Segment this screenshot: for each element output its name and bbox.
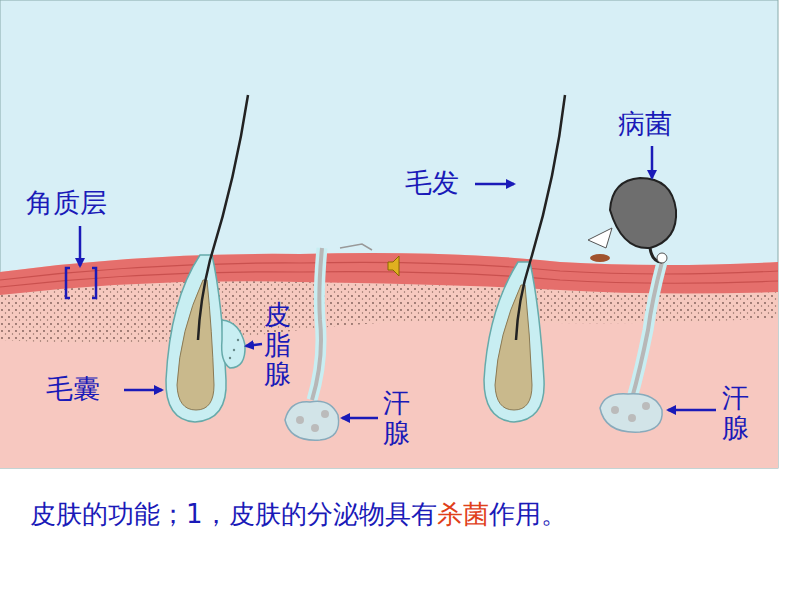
sweat-gland-label: 汗腺 (383, 388, 410, 447)
sebaceous-gland (222, 320, 245, 368)
caption-part: 皮肤的功能；1，皮肤的分泌物具有 (30, 499, 437, 529)
sweat-gland (600, 394, 662, 432)
germ (588, 178, 676, 263)
hair-label: 毛发 (405, 167, 459, 198)
stratum-label: 角质层 (26, 187, 107, 218)
sweat-gland (285, 401, 339, 440)
sweat-duct (632, 262, 662, 398)
caption: 皮肤的功能；1，皮肤的分泌物具有杀菌作用。 (30, 497, 567, 532)
hair (198, 95, 248, 340)
bracket (66, 268, 96, 298)
follicle-label: 毛囊 (46, 373, 100, 404)
sweat-gland-label: 汗腺 (722, 383, 749, 442)
hair-follicle (166, 255, 226, 422)
caption-part: 作用。 (489, 499, 567, 529)
sweat-duct (312, 248, 322, 400)
leader-arrows (80, 146, 716, 418)
hair (516, 95, 565, 340)
speaker-icon (388, 256, 399, 276)
caption-part: 杀菌 (437, 499, 489, 529)
sebaceous-label: 皮脂腺 (264, 300, 291, 389)
hair-follicle (484, 262, 544, 422)
germ-label: 病菌 (618, 108, 672, 139)
sky-ground (0, 0, 778, 468)
dermis (0, 253, 778, 468)
